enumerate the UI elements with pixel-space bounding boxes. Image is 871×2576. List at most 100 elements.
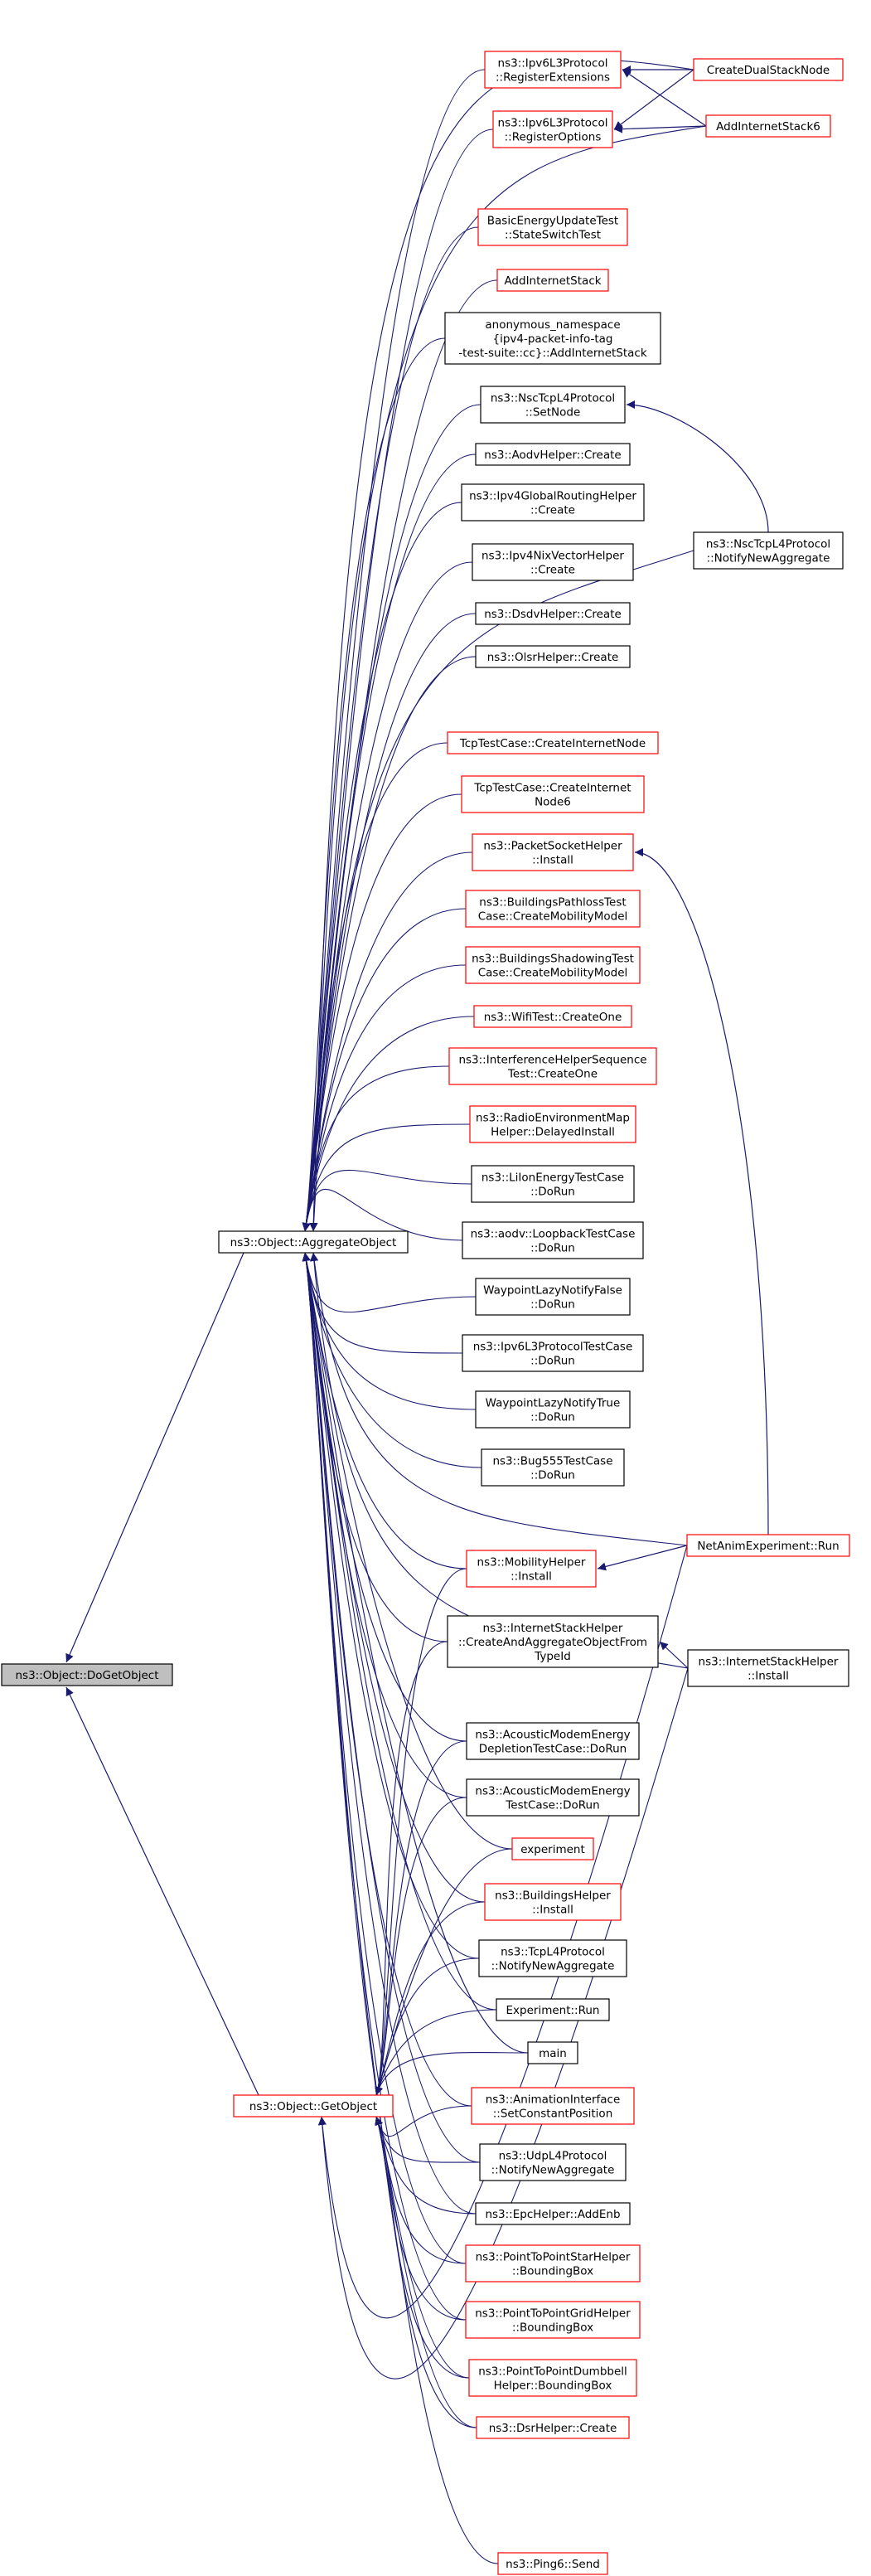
node-ishinst[interactable]: ns3::InternetStackHelper::Install (687, 1649, 849, 1687)
edge-ais6-to-ipv6ext (622, 69, 707, 127)
node-box (461, 775, 645, 813)
node-amedep[interactable]: ns3::AcousticModemEnergyDepletionTestCas… (466, 1722, 640, 1760)
edge-udpl4-to-agg (302, 1252, 481, 2163)
node-ipv4nix[interactable]: ns3::Ipv4NixVectorHelper::Create (472, 543, 634, 581)
node-box (475, 1278, 631, 1316)
node-ishcreate[interactable]: ns3::InternetStackHelper::CreateAndAggre… (447, 1615, 659, 1668)
edge-p2pdumb-to-agg (302, 1252, 470, 2379)
node-ping6[interactable]: ns3::Ping6::Send (497, 2552, 608, 2575)
edge-getobj-to-doget (65, 1686, 259, 2096)
node-tcpl4[interactable]: ns3::TcpL4Protocol::NotifyNewAggregate (478, 1939, 627, 1977)
node-label: ::Create (530, 564, 575, 577)
edge-p2pstar-to-getobj (375, 2116, 467, 2264)
node-box (462, 1334, 644, 1372)
node-label: ::DoRun (530, 1298, 575, 1312)
node-label: ns3::Ipv6L3ProtocolTestCase (473, 1341, 633, 1354)
node-dsr[interactable]: ns3::DsrHelper::Create (476, 2416, 630, 2439)
node-label: ns3::AcousticModemEnergy (475, 1785, 630, 1798)
node-box (447, 731, 659, 754)
node-label: TcpTestCase::CreateInternetNode (459, 737, 646, 750)
node-main[interactable]: main (527, 2041, 578, 2064)
edge-ishcreate-to-agg (302, 1252, 448, 1642)
node-box (686, 1534, 850, 1557)
node-olsr[interactable]: ns3::OlsrHelper::Create (475, 645, 631, 668)
edge-cds-to-ipv6opt (613, 69, 694, 130)
node-label: ::StateSwitchTest (505, 229, 601, 242)
node-tcpnode[interactable]: TcpTestCase::CreateInternetNode (447, 731, 659, 754)
node-bldinst[interactable]: ns3::BuildingsHelper::Install (484, 1883, 622, 1921)
node-ipv4glob[interactable]: ns3::Ipv4GlobalRoutingHelper::Create (461, 483, 645, 522)
edge-experiment-to-agg (302, 1252, 513, 1850)
node-interf[interactable]: ns3::InterferenceHelperSequenceTest::Cre… (448, 1047, 657, 1085)
node-ipv6opt[interactable]: ns3::Ipv6L3Protocol::RegisterOptions (492, 110, 613, 148)
edge-netanim-to-agg (310, 1252, 688, 1546)
node-experiment[interactable]: experiment (511, 1837, 594, 1860)
node-label: ns3::MobilityHelper (477, 1556, 586, 1569)
edge-nscnotify-to-agg (309, 550, 694, 1232)
node-getobj[interactable]: ns3::Object::GetObject (233, 2094, 394, 2118)
node-nsctcp[interactable]: ns3::NscTcpL4Protocol::SetNode (480, 386, 626, 424)
edge-dsr-to-agg (302, 1252, 477, 2428)
node-box (466, 1722, 640, 1760)
node-label: ::CreateAndAggregateObjectFrom (458, 1636, 647, 1649)
node-bldshad[interactable]: ns3::BuildingsShadowingTestCase::CreateM… (465, 946, 641, 984)
node-ipv6ext[interactable]: ns3::Ipv6L3Protocol::RegisterExtensions (484, 51, 622, 89)
node-rem[interactable]: ns3::RadioEnvironmentMapHelper::DelayedI… (469, 1105, 636, 1143)
node-box (469, 1105, 636, 1143)
node-aodvloop[interactable]: ns3::aodv::LoopbackTestCase::DoRun (462, 1221, 644, 1259)
node-p2pstar[interactable]: ns3::PointToPointStarHelper::BoundingBox (465, 2244, 641, 2283)
node-animscp[interactable]: ns3::AnimationInterface::SetConstantPosi… (471, 2087, 635, 2125)
node-addis[interactable]: AddInternetStack (496, 269, 609, 292)
edge-ais6-to-ipv6opt (613, 124, 707, 133)
node-udpl4[interactable]: ns3::UdpL4Protocol::NotifyNewAggregate (479, 2143, 627, 2181)
node-nscnotify[interactable]: ns3::NscTcpL4Protocol::NotifyNewAggregat… (693, 531, 844, 570)
node-wlnt[interactable]: WaypointLazyNotifyTrue::DoRun (475, 1390, 631, 1429)
edge-amet-to-getobj (375, 1797, 467, 2096)
node-label: ns3::Bug555TestCase (492, 1455, 612, 1468)
edge-wlnf-to-agg (302, 1252, 477, 1313)
node-liion[interactable]: ns3::LiIonEnergyTestCase::DoRun (471, 1165, 635, 1203)
edge-ping6-to-getobj (375, 2116, 499, 2564)
node-box (687, 1649, 849, 1687)
node-box (475, 602, 631, 625)
node-label: ::DoRun (530, 1355, 575, 1368)
edge-mobinst-to-getobj (375, 1568, 467, 2096)
node-bug555[interactable]: ns3::Bug555TestCase::DoRun (481, 1448, 625, 1487)
node-box (465, 946, 641, 984)
node-doget[interactable]: ns3::Object::DoGetObject (1, 1663, 173, 1686)
node-wlnf[interactable]: WaypointLazyNotifyFalse::DoRun (475, 1278, 631, 1316)
node-agg[interactable]: ns3::Object::AggregateObject (218, 1230, 409, 1254)
node-aodv[interactable]: ns3::AodvHelper::Create (475, 443, 631, 466)
node-label: Node6 (535, 796, 571, 809)
node-wifitest[interactable]: ns3::WifiTest::CreateOne (473, 1005, 632, 1028)
node-box (475, 1390, 631, 1429)
node-bldpath[interactable]: ns3::BuildingsPathlossTestCase::CreateMo… (465, 890, 641, 928)
node-label: ns3::BuildingsShadowingTest (472, 953, 634, 966)
node-epc[interactable]: ns3::EpcHelper::AddEnb (475, 2202, 631, 2225)
node-ais6[interactable]: AddInternetStack6 (705, 114, 831, 138)
node-ipv6tc[interactable]: ns3::Ipv6L3ProtocolTestCase::DoRun (462, 1334, 644, 1372)
node-p2pdumb[interactable]: ns3::PointToPointDumbbellHelper::Boundin… (468, 2359, 637, 2397)
node-cds[interactable]: CreateDualStackNode (693, 58, 844, 81)
node-mobinst[interactable]: ns3::MobilityHelper::Install (466, 1550, 597, 1588)
node-label: ns3::TcpL4Protocol (501, 1946, 605, 1959)
node-label: ns3::PointToPointStarHelper (476, 2251, 631, 2264)
node-dsdv[interactable]: ns3::DsdvHelper::Create (475, 602, 631, 625)
node-label: Case::CreateMobilityModel (478, 967, 628, 980)
node-netanim[interactable]: NetAnimExperiment::Run (686, 1534, 850, 1557)
node-pktsock[interactable]: ns3::PacketSocketHelper::Install (472, 833, 634, 871)
node-box (471, 1165, 635, 1203)
node-label: ns3::InternetStackHelper (699, 1656, 839, 1669)
edge-nscnotify-to-nsctcp (626, 400, 769, 533)
edge-ishcreate-to-getobj (375, 1641, 448, 2096)
node-anon[interactable]: anonymous_namespace{ipv4-packet-info-tag… (444, 312, 661, 365)
node-exprun[interactable]: Experiment::Run (496, 1998, 610, 2021)
node-p2pgrid[interactable]: ns3::PointToPointGridHelper::BoundingBox (465, 2301, 641, 2339)
node-beut[interactable]: BasicEnergyUpdateTest::StateSwitchTest (477, 208, 628, 246)
node-label: TcpTestCase::CreateInternet (473, 782, 631, 795)
node-label: experiment (520, 1843, 585, 1856)
edge-ishinst-to-ishcreate (659, 1641, 689, 1669)
node-label: {ipv4-packet-info-tag (492, 332, 612, 346)
